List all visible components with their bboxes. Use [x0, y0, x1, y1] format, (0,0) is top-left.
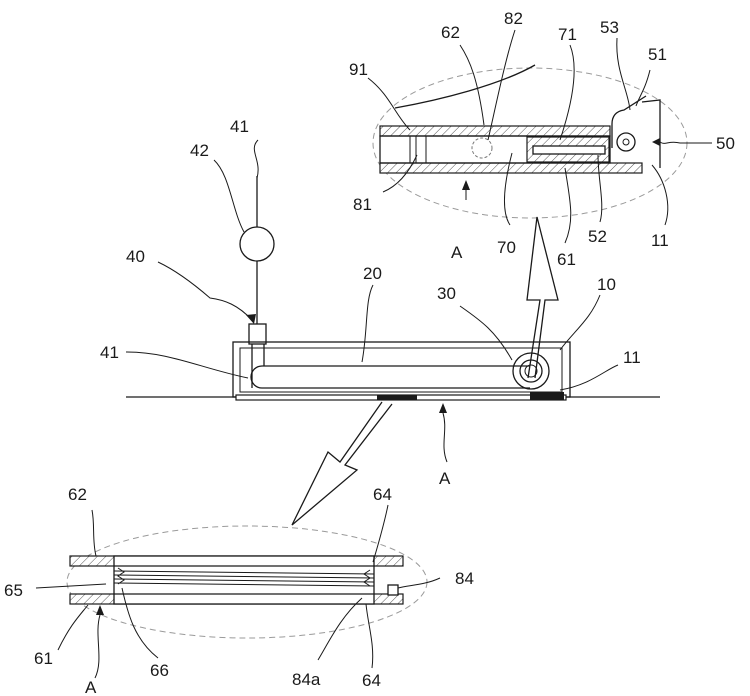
label-84a: 84a — [292, 670, 321, 689]
label-20: 20 — [363, 264, 382, 283]
upward-arrow — [527, 217, 558, 378]
label-64-top: 64 — [373, 485, 392, 504]
label-10: 10 — [597, 275, 616, 294]
label-64-bottom: 64 — [362, 671, 381, 690]
label-41-top: 41 — [230, 117, 249, 136]
label-11-mid: 11 — [623, 348, 641, 367]
top-detail-arc — [395, 65, 535, 108]
main-view — [126, 176, 660, 462]
label-61-top: 61 — [557, 250, 576, 269]
label-11-top: 11 — [651, 231, 669, 250]
label-84: 84 — [455, 569, 474, 588]
label-a-mid: A — [439, 469, 451, 488]
top-upper-plate — [380, 126, 610, 136]
label-51: 51 — [648, 45, 667, 64]
post-40 — [249, 324, 266, 344]
label-52: 52 — [588, 227, 607, 246]
label-81: 81 — [353, 195, 372, 214]
label-62-bottom: 62 — [68, 485, 87, 504]
top-arrow-50 — [652, 138, 660, 146]
top-frame-right — [642, 100, 660, 168]
downward-arrow — [292, 402, 392, 525]
top-slider — [533, 146, 605, 154]
label-65: 65 — [4, 581, 23, 600]
mid-a-arrowhead — [439, 403, 447, 413]
label-50: 50 — [716, 134, 735, 153]
bottom-a-leader — [95, 615, 100, 678]
top-hinge-core — [623, 139, 629, 145]
top-pin-82 — [472, 138, 492, 158]
top-a-arrowhead — [462, 180, 470, 190]
label-70: 70 — [497, 238, 516, 257]
label-a-top: A — [451, 243, 463, 262]
label-71: 71 — [558, 25, 577, 44]
label-30: 30 — [437, 284, 456, 303]
label-42: 42 — [190, 141, 209, 160]
corner-11 — [530, 392, 564, 400]
label-66: 66 — [150, 661, 169, 680]
weight-42 — [240, 227, 274, 261]
label-62-top: 62 — [441, 23, 460, 42]
top-detail-view — [373, 65, 687, 218]
belt-20 — [251, 366, 530, 388]
top-lower-plate — [380, 163, 642, 173]
housing-inner — [240, 348, 562, 392]
bottom-a-arrowhead — [96, 605, 104, 615]
label-a-bottom: A — [85, 678, 97, 696]
label-61-bottom: 61 — [34, 649, 53, 668]
top-hinge — [617, 133, 635, 151]
bottom-seal — [377, 395, 417, 400]
label-82: 82 — [504, 9, 523, 28]
pulley-30-inner — [520, 360, 542, 382]
stop-84 — [388, 585, 398, 595]
label-40: 40 — [126, 247, 145, 266]
mid-a-leader — [443, 413, 447, 462]
label-53: 53 — [600, 18, 619, 37]
label-91: 91 — [349, 60, 368, 79]
label-41-left: 41 — [100, 343, 119, 362]
pulley-30-core — [525, 365, 537, 377]
